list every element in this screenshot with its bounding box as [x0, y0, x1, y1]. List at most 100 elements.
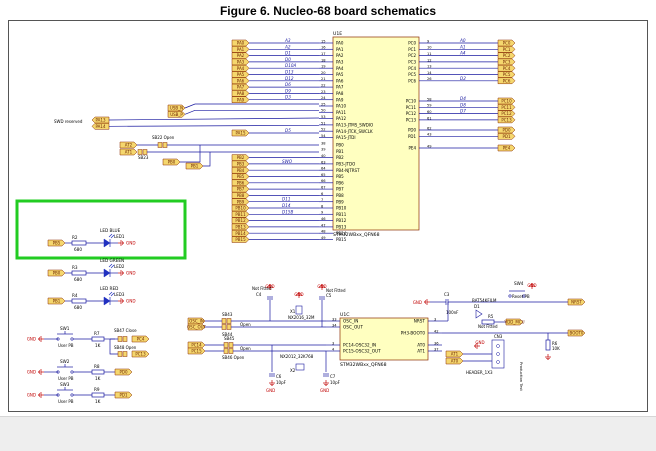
flag-pc6-label: PC6: [503, 78, 511, 83]
flag-pe4-label: PE4: [503, 146, 511, 151]
btn-res-val-0: 1K: [95, 343, 101, 348]
c3-gnd-label: GND: [413, 300, 422, 305]
led-diode-2-ray2: [110, 292, 115, 297]
net-label-d13: D13: [285, 70, 294, 75]
flag-pa9-label: PA9: [237, 97, 245, 102]
flag-pb11-label: PB11: [235, 212, 246, 217]
u1e-pinnum-0: 15: [321, 39, 326, 43]
flag-pc0-label: PC0: [503, 41, 511, 46]
sb23-a: [137, 149, 143, 155]
u1e-pin-pc10: PC10: [406, 99, 417, 104]
u1e-pin-pa8: PA8: [336, 91, 344, 96]
net-label-a4: A4: [459, 51, 466, 56]
flag-btn-pc13-label: PC13: [135, 352, 146, 357]
flag-pb13: [231, 223, 250, 231]
r6-gnd: [545, 354, 551, 360]
flag-led-pb5-label: PB5: [53, 241, 61, 246]
sb46-label: SB46 Open: [222, 355, 245, 360]
flag-pc14-label: PC14: [191, 343, 202, 348]
flag-pb2-label: PB2: [237, 155, 245, 160]
led-gnd-label-1: GND: [126, 271, 136, 276]
u1e-pin-pa6: PA6: [336, 78, 344, 83]
flag-at2-label: AT2: [125, 143, 133, 148]
btn-resistor-r9: [91, 392, 105, 398]
cn3-pin-2: [496, 360, 500, 364]
u1e-pin-pc1: PC1: [408, 47, 416, 52]
net-label-d0: D0: [285, 57, 291, 62]
net-label-swo: SWO: [282, 159, 293, 164]
flag-pc12-label: PC12: [501, 111, 512, 116]
flag-pa5: [231, 71, 250, 78]
btn-gnd-1: [38, 369, 44, 375]
u1c-chip-body: [339, 317, 429, 361]
btn-contact-a-1: [56, 370, 60, 374]
production-test-label: Production Test: [519, 362, 524, 391]
flag-pa1: [231, 46, 250, 53]
u1e-pb-pinnum-9: 7: [321, 198, 323, 202]
flag-pb15-label: PB15: [235, 237, 246, 242]
u1e-pc-pinnum-5: 14: [427, 71, 432, 75]
flag-pb3: [231, 160, 250, 168]
c7-val: 10pF: [330, 380, 341, 385]
u1e-pin-pe4: PE4: [409, 146, 417, 151]
led-gnd-label-0: GND: [126, 241, 136, 246]
u1e-pin-pc0: PC0: [408, 41, 416, 46]
u1e-pin-pb2: PB2: [336, 155, 344, 160]
led-name-1: LED GREEN: [100, 258, 124, 263]
u1e-pb-pinnum-15: 49: [321, 236, 326, 240]
flag-pb0-label: PB0: [168, 160, 176, 165]
flag-pb1-label: PB1: [191, 164, 199, 169]
sb44-label: SB44: [222, 332, 233, 337]
sb45-a: [223, 342, 229, 348]
sb47-label: SB47 Close: [114, 328, 137, 333]
sb22-label: SB22 Open: [152, 135, 175, 140]
sb23-b: [142, 149, 148, 155]
btn-label-1: User PB: [58, 376, 74, 381]
u1e-pin-pc2: PC2: [408, 53, 416, 58]
sb48-a: [117, 351, 123, 357]
x1-gnd-label: GND: [294, 292, 303, 297]
u1e-pinnum-9: 24: [321, 96, 326, 100]
d1-ref: D1: [474, 304, 480, 309]
btn-resistor-r8: [91, 369, 105, 375]
u1e-pin-pb1: PB1: [336, 149, 344, 154]
led-diode-0-ray1: [108, 233, 113, 238]
u1e-pinnum-11: 50: [321, 109, 326, 113]
btn-res-ref-1: R8: [94, 364, 100, 369]
flag-pc11: [497, 104, 516, 111]
net-label-a1: A1: [459, 44, 466, 49]
u1e-pin-pd1: PD1: [408, 134, 416, 139]
c4-nf: Not Fitted: [252, 286, 272, 291]
btn-contact-a-2: [56, 393, 60, 397]
d1-diode: [475, 309, 483, 319]
led-res-ref-2: R4: [72, 293, 78, 298]
flag-pb8: [231, 192, 250, 199]
u1e-pb-pinnum-14: 48: [321, 230, 326, 234]
figure-title: Figure 6. Nucleo-68 board schematics: [219, 4, 437, 18]
flag-usb-n-label: USB_N: [170, 106, 183, 111]
flag-pb8-label: PB8: [237, 193, 245, 198]
swd-wire-0: [108, 117, 320, 121]
flag-btn-pc4: [131, 335, 150, 343]
u1c-pinnum-l-2: 3: [332, 341, 334, 345]
flag-pc5: [497, 71, 516, 78]
flag-pb13-label: PB13: [235, 225, 246, 230]
u1e-ref: U1E: [333, 31, 342, 37]
sw4-contact-a: [508, 294, 512, 298]
u1e-pin-pa10: PA10: [336, 104, 346, 109]
led-diode-1-ray1: [108, 263, 113, 268]
u1e-pb-pinnum-2: 40: [321, 154, 326, 158]
u1c-ref: U1C: [340, 312, 350, 318]
sb45-open-label: Open: [240, 346, 251, 351]
flag-pa7: [231, 83, 250, 91]
flag-pa8-label: PA8: [237, 91, 245, 96]
x2-crystal: [295, 363, 305, 371]
flag-pb2: [231, 154, 250, 161]
flag-pc10-label: PC10: [501, 99, 512, 104]
u1e-pin-pc4: PC4: [408, 66, 416, 71]
pb0-branch: [180, 145, 201, 163]
btn-label-2: User PB: [58, 399, 74, 404]
flag-pc3-label: PC3: [503, 60, 511, 65]
flag-pb12-label: PB12: [235, 218, 246, 223]
u1e-pb-pinnum-1: 39: [321, 148, 326, 152]
